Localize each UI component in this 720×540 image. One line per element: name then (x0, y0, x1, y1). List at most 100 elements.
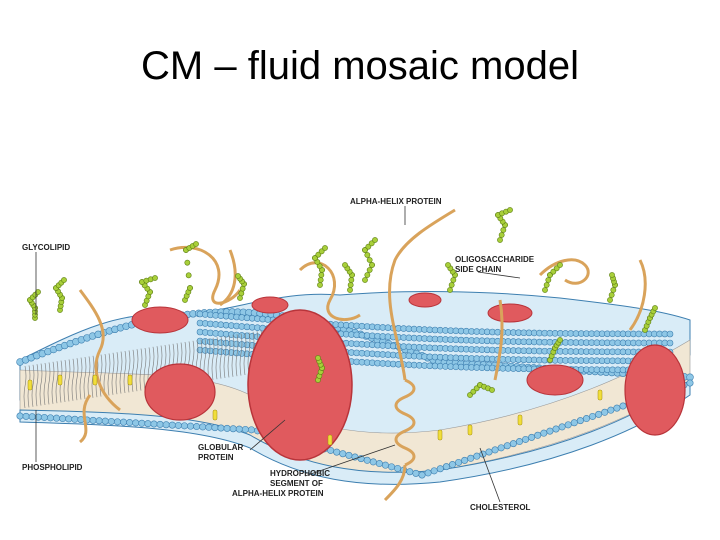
label-protein: PROTEIN (198, 453, 234, 462)
phospholipid-head (174, 421, 182, 429)
phospholipid-head (22, 412, 30, 420)
leader-lines (35, 206, 521, 503)
phospholipid-head (339, 450, 347, 458)
phospholipid-tail (247, 332, 251, 375)
phospholipid-tail (55, 361, 59, 404)
cholesterol (467, 424, 473, 436)
phospholipid-head (247, 426, 255, 434)
phospholipid-tail (243, 332, 247, 376)
sugar-bead (652, 305, 658, 311)
sugar-bead (184, 259, 191, 266)
phospholipid-head (503, 442, 511, 450)
phospholipid-tail (115, 352, 119, 395)
phospholipid-head (619, 402, 627, 410)
cholesterol (92, 374, 98, 386)
phospholipid-head (46, 414, 54, 422)
phospholipid-tail (87, 356, 91, 399)
cholesterol (127, 374, 133, 386)
sugar-bead (185, 272, 192, 279)
sugar-bead (557, 337, 563, 343)
sugar-bead (545, 277, 552, 283)
sugar-bead (498, 232, 505, 238)
phospholipid-head (193, 423, 201, 431)
sugar-bead (543, 282, 550, 288)
phospholipid-tail (39, 363, 43, 406)
sugar-bead (609, 272, 615, 278)
phospholipid-head (576, 417, 584, 425)
label-cholesterol: CHOLESTEROL (470, 503, 531, 512)
label-alpha-helix-protein-segment: ALPHA-HELIX PROTEIN (232, 489, 324, 498)
phospholipid-head (223, 424, 231, 432)
sugar-bead (187, 285, 193, 291)
phospholipid-head (540, 429, 548, 437)
phospholipid-head (582, 415, 590, 423)
sugar-bead (448, 282, 455, 288)
phospholipid-head (144, 420, 152, 428)
sugar-bead (364, 272, 371, 278)
phospholipid-tail (103, 353, 107, 397)
phospholipid-head (595, 410, 603, 418)
sugar-bead (61, 277, 67, 283)
sugar-bead (342, 262, 348, 268)
phospholipid-head (345, 451, 353, 459)
phospholipid-tail (131, 349, 135, 392)
phospholipid-tail (67, 359, 71, 402)
sugar-bead (542, 287, 548, 293)
phospholipid-tail (211, 337, 215, 380)
phospholipid-head (430, 467, 438, 475)
phospholipid-head (436, 465, 444, 473)
protein-strand (219, 249, 237, 307)
sugar-bead (364, 252, 371, 258)
sugar-bead (507, 207, 513, 213)
phospholipid-head (491, 446, 499, 454)
phospholipid-head (522, 435, 530, 443)
phospholipid-head (509, 440, 517, 448)
sugar-bead (317, 277, 324, 283)
globular-protein-top-left (131, 306, 189, 334)
sugar-bead (366, 267, 373, 273)
phospholipid-head (570, 419, 578, 427)
phospholipid-head (16, 412, 24, 420)
phospholipid-tail (63, 359, 67, 403)
fluid-mosaic-diagram: GLYCOLIPID PHOSPHOLIPID ALPHA-HELIX PROT… (16, 197, 694, 512)
phospholipid-tail (83, 356, 87, 400)
alpha-helix-strand (383, 208, 456, 502)
sugar-bead (152, 275, 158, 281)
slide-title: CM – fluid mosaic model (141, 44, 579, 88)
phospholipid-head (497, 444, 505, 452)
phospholipid-head (485, 448, 493, 456)
sugar-bead (445, 262, 451, 268)
phospholipid-head (138, 419, 146, 427)
phospholipid-tail (135, 349, 139, 392)
phospholipid-tail (23, 365, 27, 409)
phospholipid-head (241, 425, 249, 433)
sugar-bead (35, 289, 41, 295)
phospholipid-head (461, 456, 469, 464)
phospholipid-head (558, 423, 566, 431)
phospholipid-head (564, 421, 572, 429)
phospholipid-head (205, 423, 213, 431)
label-phospholipid: PHOSPHOLIPID (22, 463, 83, 472)
phospholipid-head (473, 452, 481, 460)
phospholipid-head (53, 414, 61, 422)
phospholipid-head (95, 417, 103, 425)
cholesterol (212, 409, 218, 421)
phospholipid-tail (43, 362, 47, 406)
phospholipid-head (199, 423, 207, 431)
phospholipid-head (132, 419, 140, 427)
globular-protein-left (144, 363, 216, 421)
phospholipid-head (211, 424, 219, 432)
phospholipid-head (424, 469, 432, 477)
phospholipid-tail (51, 361, 55, 404)
phospholipid-tail (215, 337, 219, 380)
sugar-bead (608, 292, 615, 298)
phospholipid-head (235, 425, 243, 433)
phospholipid-tail (223, 335, 227, 379)
phospholipid-tail (35, 364, 39, 407)
label-segment-of: SEGMENT OF (270, 479, 323, 488)
globular-protein-large (247, 309, 353, 461)
sugar-bead (500, 227, 507, 233)
phospholipid-head (418, 471, 426, 479)
label-side-chain: SIDE CHAIN (455, 265, 501, 274)
sugar-bead (450, 277, 457, 283)
